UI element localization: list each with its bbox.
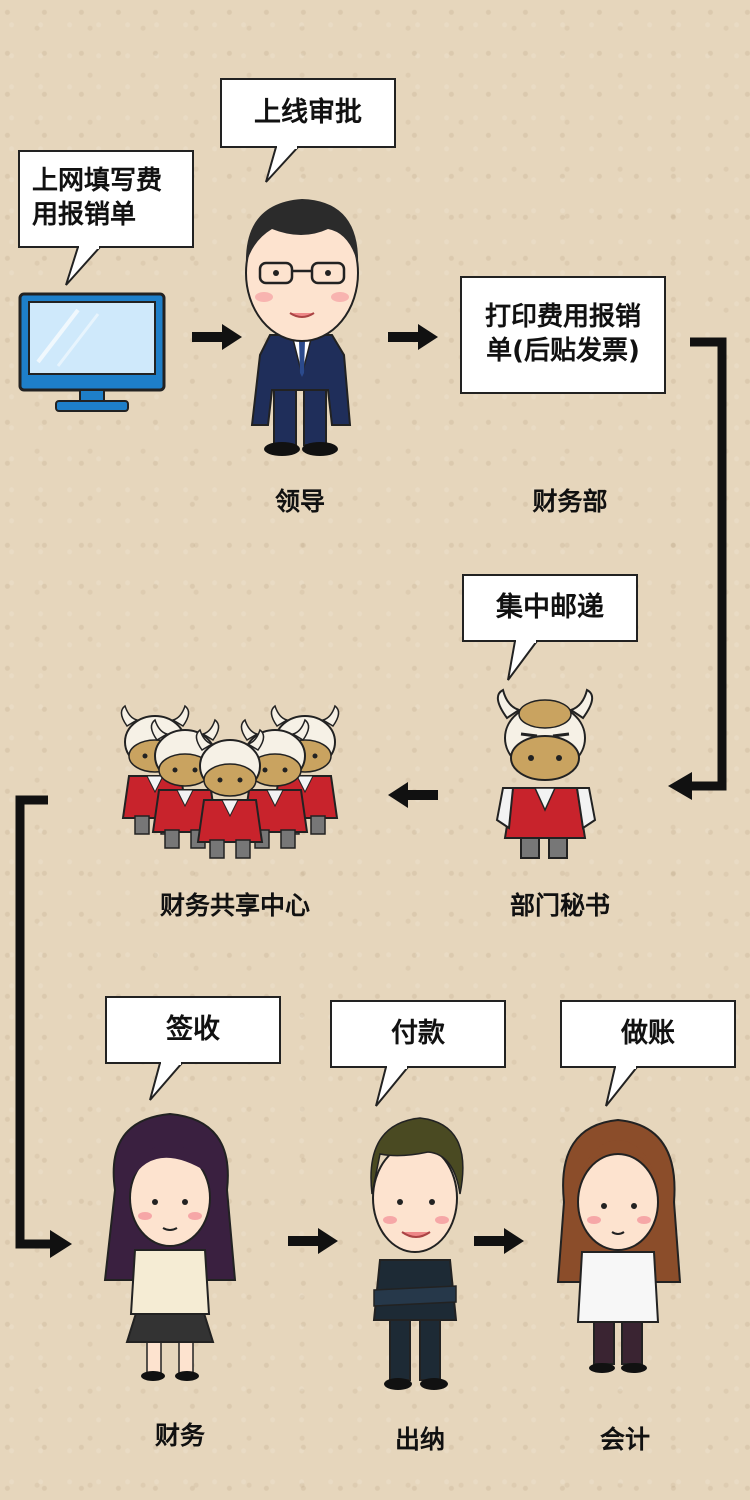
label-finance: 财务 — [154, 1421, 205, 1450]
bubble-book: 做账 — [560, 1000, 736, 1068]
bubble-mail: 集中邮递 — [462, 574, 638, 642]
label-accountant: 会计 — [599, 1425, 650, 1454]
bubble-fill-form: 上网填写费用报销单 — [18, 150, 194, 248]
label-secretary: 部门秘书 — [509, 891, 610, 920]
arrow-cashier-to-accountant — [474, 1228, 524, 1254]
arrow-finance-to-cashier — [288, 1228, 338, 1254]
accountant-figure — [556, 1118, 682, 1373]
computer-monitor-icon — [18, 292, 166, 412]
label-finance-dept: 财务部 — [532, 487, 608, 516]
arrow-secretary-to-center — [388, 782, 438, 808]
arrow-monitor-to-leader — [192, 324, 242, 350]
leader-figure — [245, 199, 359, 456]
cashier-figure — [370, 1117, 464, 1390]
bubble-approve: 上线审批 — [220, 78, 396, 148]
bubble-print: 打印费用报销单(后贴发票) — [460, 276, 666, 394]
finance-woman-figure — [103, 1112, 237, 1381]
bubble-sign: 签收 — [105, 996, 281, 1064]
label-shared-center: 财务共享中心 — [159, 891, 310, 920]
label-leader: 领导 — [274, 487, 325, 516]
bull-secretary-figure — [495, 688, 597, 859]
arrow-leader-to-print — [388, 324, 438, 350]
bubble-pay: 付款 — [330, 1000, 506, 1068]
label-cashier: 出纳 — [394, 1425, 445, 1454]
